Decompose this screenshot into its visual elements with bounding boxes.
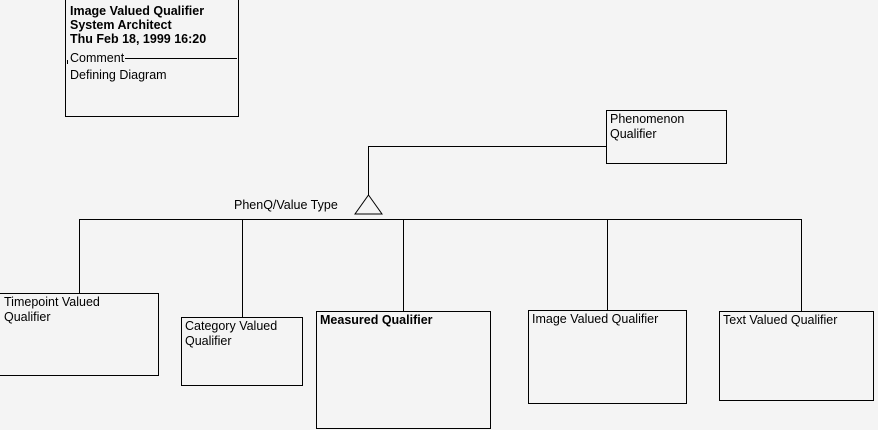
generalization-triangle-icon — [354, 194, 383, 215]
drop-line-measured-qualifier — [403, 219, 404, 311]
node-label: Measured Qualifier — [320, 313, 433, 327]
diagram-title: Image Valued Qualifier — [70, 4, 205, 18]
parent-connector-horizontal — [368, 146, 606, 147]
node-label: Phenomenon Qualifier — [610, 112, 685, 141]
node-label: Text Valued Qualifier — [723, 313, 838, 327]
discriminator-label: PhenQ/Value Type — [234, 198, 338, 212]
comment-group-label: Comment — [70, 51, 125, 65]
diagram-tool-name: System Architect — [70, 18, 172, 32]
comment-divider-tick — [67, 60, 68, 64]
drop-line-text-valued-qualifier — [801, 219, 802, 311]
node-text-valued-qualifier[interactable]: Text Valued Qualifier — [719, 311, 874, 401]
node-label: Timepoint Valued Qualifier — [4, 295, 100, 324]
node-image-valued-qualifier[interactable]: Image Valued Qualifier — [528, 310, 687, 404]
comment-divider-rule — [125, 57, 237, 59]
node-label: Image Valued Qualifier — [532, 312, 659, 326]
drop-line-timepoint-valued-qualifier — [79, 219, 80, 293]
node-timepoint-valued-qualifier[interactable]: Timepoint Valued Qualifier — [0, 293, 159, 376]
node-category-valued-qualifier[interactable]: Category Valued Qualifier — [181, 317, 303, 386]
diagram-timestamp: Thu Feb 18, 1999 16:20 — [70, 32, 207, 46]
drop-line-category-valued-qualifier — [242, 219, 243, 317]
node-phenomenon-qualifier[interactable]: Phenomenon Qualifier — [606, 110, 727, 164]
diagram-title-block: Image Valued Qualifier System Architect … — [65, 0, 239, 117]
parent-connector-vertical — [368, 146, 369, 195]
generalization-bus-line — [79, 219, 802, 220]
comment-group-divider: Comment — [67, 52, 237, 64]
node-label: Category Valued Qualifier — [185, 319, 278, 348]
drop-line-image-valued-qualifier — [607, 219, 608, 310]
comment-text: Defining Diagram — [70, 68, 167, 82]
node-measured-qualifier[interactable]: Measured Qualifier — [316, 311, 491, 429]
